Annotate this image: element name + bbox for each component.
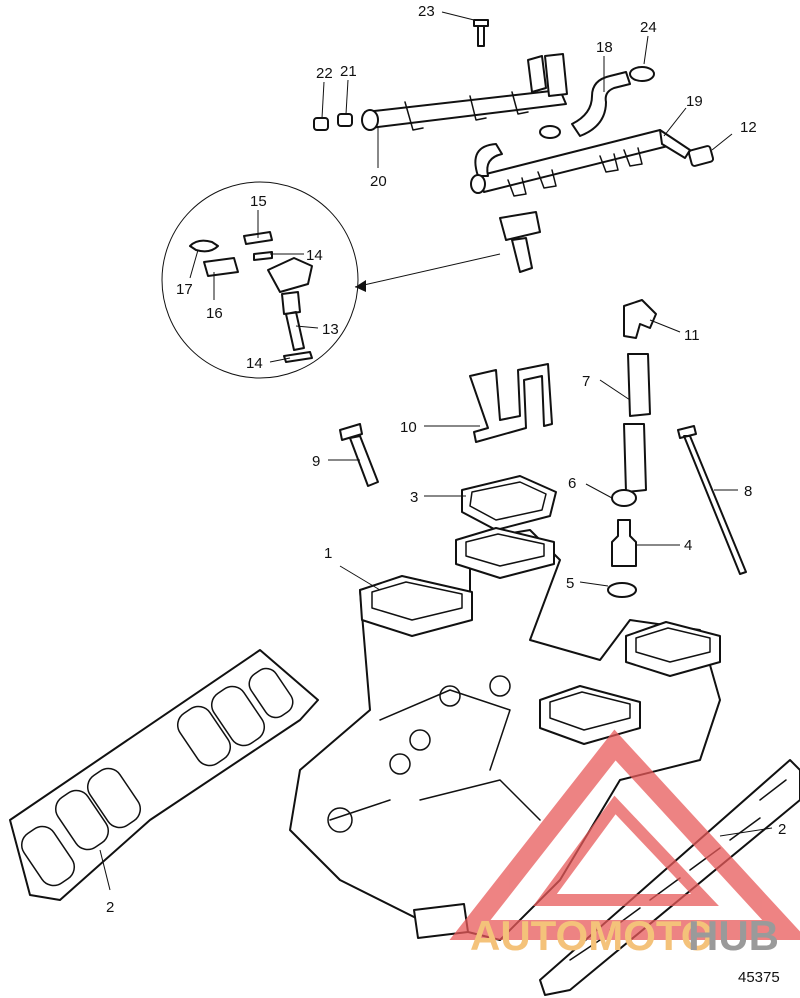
callout-1: 1: [324, 545, 332, 562]
injector-small: [499, 211, 541, 273]
pcv-valve: [611, 519, 637, 567]
intake-manifold: [289, 527, 721, 941]
callout-9: 9: [312, 453, 320, 470]
callout-18: 18: [596, 39, 613, 56]
small-fittings: [313, 113, 353, 131]
leader-lines: [99, 11, 773, 891]
figure-number: 45375: [738, 969, 780, 986]
callout-21: 21: [340, 63, 357, 80]
callout-3: 3: [410, 489, 418, 506]
cap-fitting: [687, 145, 715, 167]
bolt-top: [473, 19, 489, 47]
callout-22: 22: [316, 65, 333, 82]
callout-12: 12: [740, 119, 757, 136]
callout-2-right: 2: [778, 821, 786, 838]
fuel-hose: [571, 71, 631, 137]
callout-6: 6: [568, 475, 576, 492]
injector-detail-view: [161, 181, 501, 379]
short-bolt: [339, 423, 379, 487]
callout-15: 15: [250, 193, 267, 210]
fuel-rail-lower: [470, 129, 691, 197]
callout-10: 10: [400, 419, 417, 436]
watermark-logo: [449, 729, 800, 940]
hose-clamp: [539, 66, 655, 139]
callout-23: 23: [418, 3, 435, 20]
callout-2-left: 2: [106, 899, 114, 916]
callout-17: 17: [176, 281, 193, 298]
callout-5: 5: [566, 575, 574, 592]
fuel-rail-upper: [361, 53, 568, 131]
callout-24: 24: [640, 19, 657, 36]
callout-14-upper: 14: [306, 247, 323, 264]
callout-16: 16: [206, 305, 223, 322]
watermark-text-hub: HUB: [688, 912, 779, 959]
watermark-text-automoto: AUTOMOTO: [470, 912, 713, 959]
grommet: [607, 489, 637, 598]
callout-11: 11: [684, 327, 700, 344]
callout-4: 4: [684, 537, 692, 554]
long-bolt: [677, 425, 747, 575]
callout-20: 20: [370, 173, 387, 190]
callout-14-lower: 14: [246, 355, 263, 372]
pcv-hose: [623, 353, 651, 493]
gasket-small: [461, 475, 557, 531]
callout-7: 7: [582, 373, 590, 390]
bracket: [469, 363, 553, 443]
callout-13: 13: [322, 321, 339, 338]
callout-8: 8: [744, 483, 752, 500]
callout-19: 19: [686, 93, 703, 110]
pcv-elbow: [623, 299, 657, 339]
manifold-gasket-left: [9, 649, 319, 901]
